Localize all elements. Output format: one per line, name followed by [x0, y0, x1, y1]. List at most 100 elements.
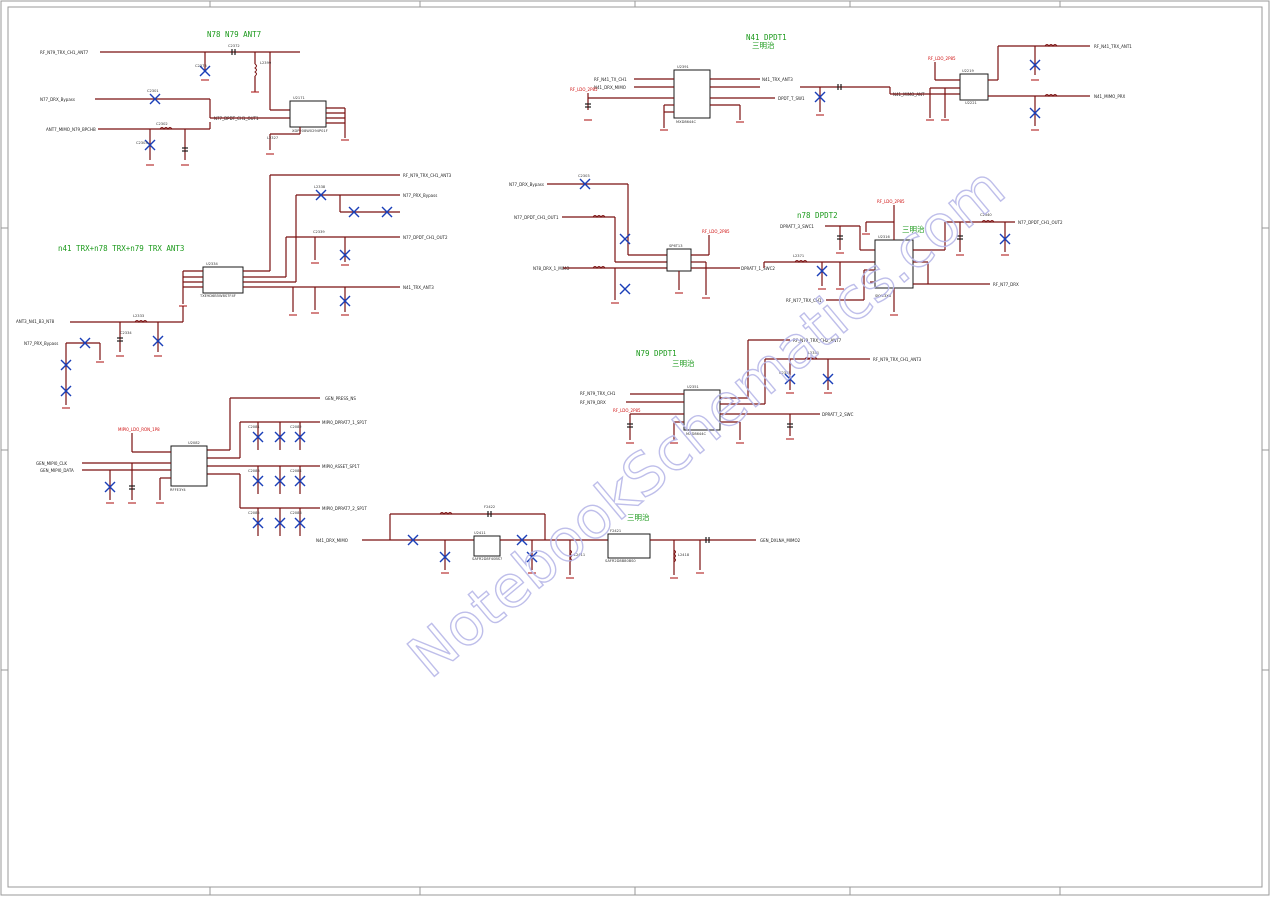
ref-label: U2316: [878, 235, 890, 239]
ref-label: U2391: [677, 65, 689, 69]
power-label: RF_LDO_2P85: [702, 229, 730, 234]
power-label: MIPI0_LDO_RON_1P8: [118, 427, 160, 432]
net-label: N77_DPDT_CH1_OUT2: [1018, 220, 1063, 225]
net-label: DPRAT7_2_SWC: [822, 412, 854, 417]
block-sandwich-lna: 三明治 N41_DRX_MIMO F2422 U2411 SAFR2D8F40B…: [316, 505, 801, 579]
ref-label: U2082: [188, 441, 200, 445]
ic-sky13x8: [874, 239, 914, 289]
block-n79-dpdt1: N79 DPDT1 三明治 RF_N79_TRX_CH2_ANT7 RF_N79…: [580, 338, 922, 444]
net-label: N77_DRX_Bypass: [509, 182, 544, 187]
net-label: RF_N79_TRX_CH1: [580, 391, 616, 396]
net-label: RF_N41_TX_CH1: [594, 77, 627, 82]
ref-label: L2327: [267, 136, 278, 140]
ic-part-label: MXD8644C: [686, 432, 706, 436]
ref-label: L2399: [260, 61, 272, 65]
ref-label: C2335: [779, 371, 791, 375]
net-label: MIPI0_ASSET_SP1T: [322, 464, 360, 469]
net-label: RF_N79_TRX_CH1_ANT7: [40, 50, 89, 55]
ref-label: U2411: [474, 531, 486, 535]
net-label: MIPI0_DPRAT7_2_SP1T: [322, 506, 367, 511]
net-label: RF_N77_TRX_CH1: [786, 298, 822, 303]
ref-label: U2171: [293, 96, 305, 100]
title-n41-dpdt1: N41 DPDT1: [746, 33, 787, 42]
net-label: RF_N79_TRX_CH1_ANT3: [873, 357, 922, 362]
ic-part-label: MXD8644C: [676, 120, 696, 124]
net-label: N41_MIMO_PRX: [1094, 94, 1126, 99]
block-n41-trx-ant3: n41 TRX+n78 TRX+n79 TRX ANT3 RF_N79_TRX_…: [16, 173, 452, 409]
ref-label: L2371: [793, 254, 804, 258]
ic-mxd8644c-n79: [683, 389, 721, 431]
net-label: N41_DRX_MIMO: [594, 85, 626, 90]
ref-label: C2339: [313, 230, 325, 234]
ic-lna-safr: [473, 535, 501, 557]
net-label: RF_N77_DRX: [993, 282, 1019, 287]
title-n78-dpdt2: n78 DPDT2: [797, 211, 838, 220]
ic-rffe3y4: [170, 445, 208, 487]
block-mipi-switch: GEN_PRESS_NS MIPI0_DPRAT7_1_SP1T MIPI0_A…: [36, 396, 367, 536]
subtitle-n41-dpdt1: 三明治: [752, 40, 775, 50]
ref-label: C2086: [290, 511, 302, 515]
net-label: GEN_PRESS_NS: [325, 396, 356, 401]
ic-part-label: SP6T13: [669, 244, 683, 248]
net-label: DPRAT7_3_SWC1: [780, 224, 814, 229]
net-label: RF_N79_TRX_CH1_ANT3: [403, 173, 452, 178]
ref-label: C2302: [156, 122, 168, 126]
ref-label: L2351: [808, 351, 819, 355]
net-label: ANT7_MIMO_N79_BPCHB: [46, 127, 96, 132]
title-n78-n79-ant7: N78 N79 ANT7: [207, 30, 261, 39]
ref-label: L2411: [574, 553, 585, 557]
block-n78-n79-ant7: N78 N79 ANT7 RF_N79_TRX_CH1_ANT7 C2372 C…: [40, 30, 349, 166]
net-label: GEN_MIPI0_DATA: [40, 468, 74, 473]
ref-label: F2422: [484, 505, 495, 509]
net-label: RF_N41_TRX_ANT1: [1094, 44, 1132, 49]
net-label: MIPI0_DPRAT7_1_SP1T: [322, 420, 367, 425]
subtitle-n79-dpdt1: 三明治: [672, 358, 695, 368]
ic-txe9d6-filter: [202, 266, 244, 294]
ic-sw2212: [959, 73, 989, 101]
ref-label: U2351: [687, 385, 699, 389]
ref-label: C2372: [228, 44, 240, 48]
net-label: N78_DRX_1_MIMO: [533, 266, 569, 271]
net-label: DPDT_T_SW1: [778, 96, 805, 101]
net-label: GEN_DXLNA_MIMO2: [760, 538, 801, 543]
net-label: N77_PRX_Bypass: [24, 341, 58, 346]
ref-label: L2418: [678, 553, 690, 557]
ref-label: C2081: [248, 425, 260, 429]
net-label: N77_DPDT_CH1_OUT2: [403, 235, 448, 240]
power-label: RF_LDO_2P85: [613, 408, 641, 413]
ic-part-label: SAFR2D8B80BS0: [605, 559, 636, 563]
ic-mxd8644c: [673, 69, 711, 119]
block-n41-dpdt1: N41 DPDT1 三明治 U2391 MXD8644C RF_N41_TX_C…: [570, 33, 1132, 131]
ref-label: C2303: [578, 174, 590, 178]
ref-label: C2340: [980, 213, 992, 217]
ref-label: C2301: [147, 89, 159, 93]
power-label: RF_LDO_2P85: [570, 87, 598, 92]
ref-label: U2219: [962, 69, 974, 73]
ic-part-label: TXE9D6B5W8S7F4F: [199, 294, 236, 298]
ref-label: U2334: [206, 262, 218, 266]
net-label: N77_DRX_Bypass: [40, 97, 75, 102]
net-label: DPRAT7_1_SWC2: [741, 266, 775, 271]
power-label: RF_LDO_2P85: [928, 56, 956, 61]
ref-label: C2303: [136, 141, 148, 145]
title-n79-dpdt1: N79 DPDT1: [636, 349, 677, 358]
power-label: RF_LDO_2P85: [877, 199, 905, 204]
net-label: N41_TRX_ANT3: [403, 285, 434, 290]
net-label: N41_DRX_MIMO: [316, 538, 348, 543]
ref-label: C2373: [195, 64, 207, 68]
ref-label: C2082: [290, 425, 302, 429]
ic-filter-safr: [607, 533, 651, 559]
ref-label: L2338: [314, 185, 326, 189]
ref-label: C2083: [248, 469, 260, 473]
ref-label: F2421: [610, 529, 621, 533]
net-label: N41_TRX_ANT3: [762, 77, 793, 82]
net-label: N77_PRX_Bypass: [403, 193, 437, 198]
ref-label: C2085: [248, 511, 260, 515]
ic-part-label: SAFR2D8F40BS7: [472, 557, 502, 561]
ref-label: C2334: [120, 331, 132, 335]
net-label: N77_DPDT_CH1_OUT1: [514, 215, 559, 220]
net-label: RF_N79_DRX: [580, 400, 606, 405]
ic-part-label: RFFE3Y4: [170, 488, 186, 492]
